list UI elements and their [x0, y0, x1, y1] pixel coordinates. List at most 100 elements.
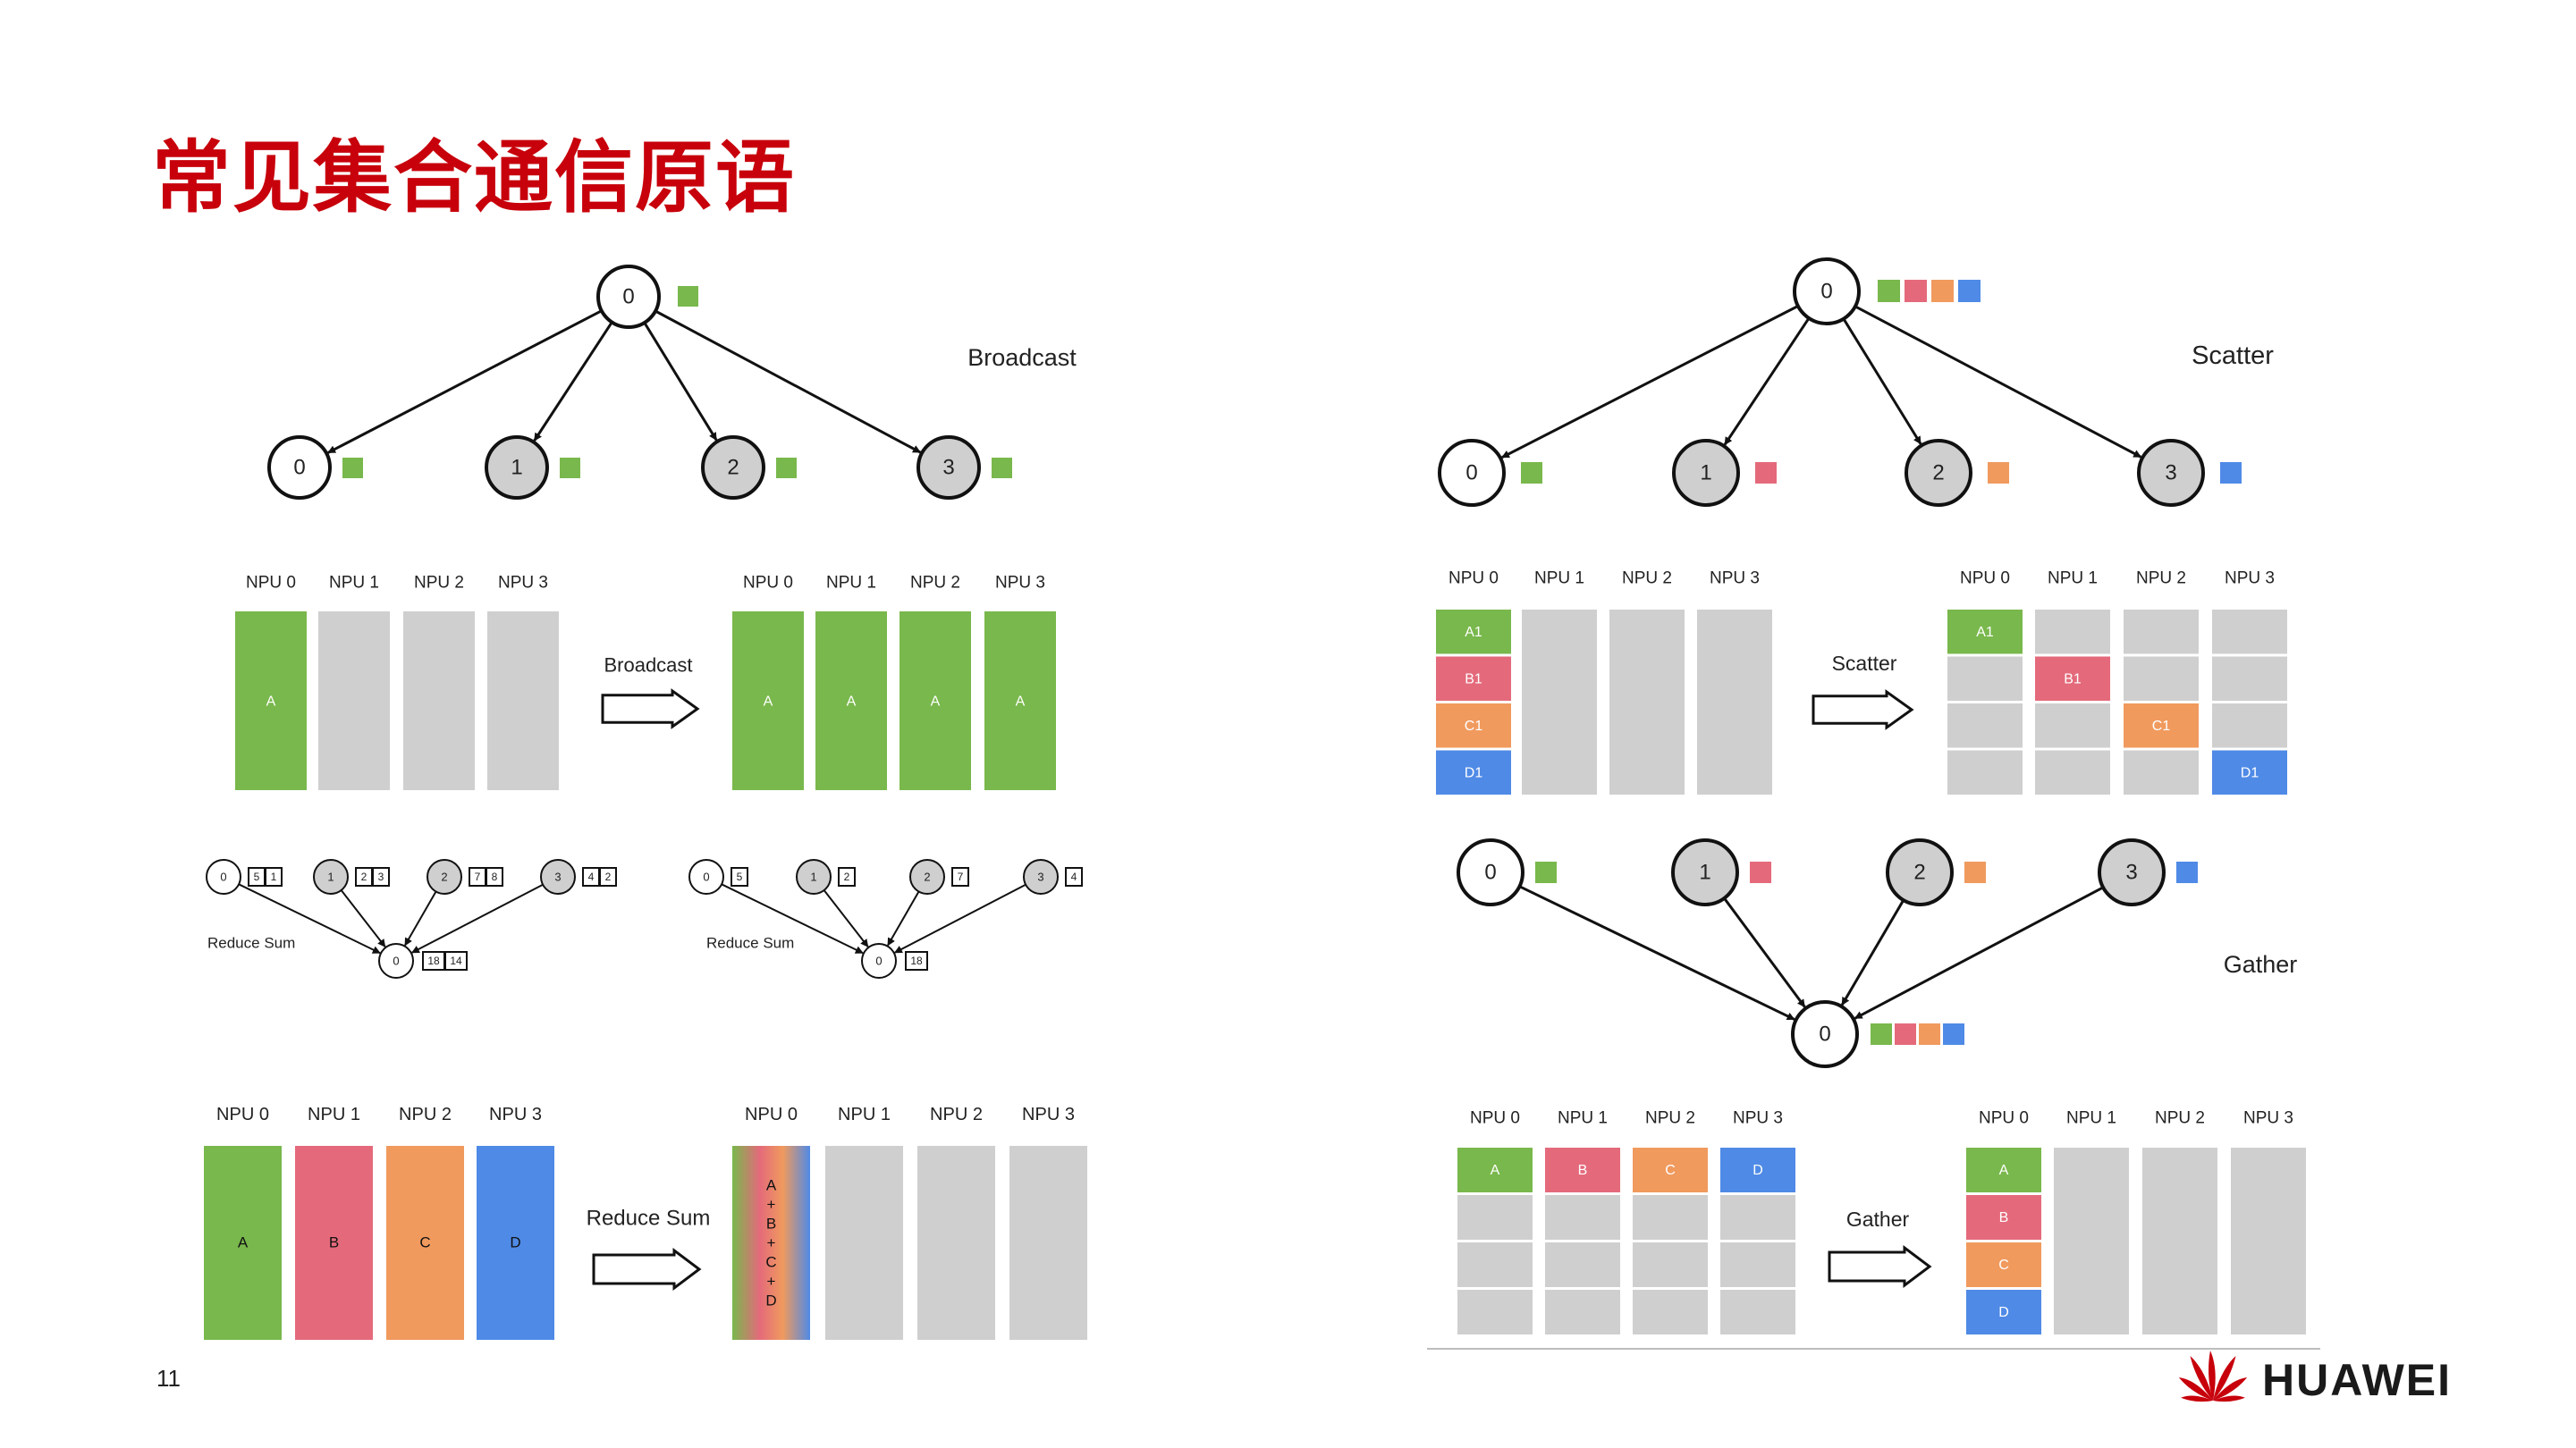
scatter-before-col-0-cell-1: [1436, 656, 1511, 701]
gather-before-col-3-cell-0: [1720, 1148, 1795, 1192]
gather-root-chunk-1: [1895, 1023, 1916, 1045]
scatter-root-chunk-1: [1905, 280, 1927, 302]
reduce-left-val-box-2-1: [486, 867, 503, 887]
scatter-after-col-1-cell-0: [2035, 610, 2110, 654]
scatter-after-col-1-cell-3: [2035, 750, 2110, 795]
scatter-node-1-label: 1: [1700, 461, 1711, 485]
reduce-right-result-val-0: 18: [910, 955, 923, 967]
reduce-block-arrow: [592, 1248, 702, 1291]
gather-node-1: [1671, 838, 1739, 906]
reduce-before-text-3: D: [510, 1234, 520, 1251]
gather-before-col-3-cell-3: [1720, 1290, 1795, 1334]
reduce-after-npu-label-3: NPU 3: [1022, 1105, 1075, 1124]
broadcast-node-2: [701, 435, 765, 500]
reduce-left-node-0-label: 0: [220, 871, 226, 884]
broadcast-after-bar-1: [815, 611, 887, 790]
slide-title: 常见集合通信原语: [152, 131, 797, 223]
reduce-after-text-4: C: [765, 1254, 776, 1271]
reduce-left-result-box-1: [444, 951, 468, 971]
gather-chunk-2: [1964, 862, 1986, 883]
gather-after-col-0-cell-1: [1966, 1195, 2041, 1240]
reduce-left-edge-1: [340, 889, 386, 947]
broadcast-root-chunk: [678, 286, 698, 307]
gather-root-chunk-2: [1919, 1023, 1940, 1045]
broadcast-chunk-3: [992, 458, 1012, 478]
reduce-left-node-3: [540, 859, 576, 895]
scatter-chunk-2: [1988, 462, 2009, 484]
reduce-left-node-0: [206, 859, 241, 895]
broadcast-after-text-2: A: [931, 695, 941, 710]
scatter-after-col-2-cell-text-2: C1: [2152, 719, 2171, 734]
gather-after-col-0-cell-text-1: B: [1999, 1210, 2009, 1225]
reduce-right-val-box-1-0: [838, 867, 856, 887]
gather-after-col-0-cell-text-0: A: [1999, 1163, 2009, 1178]
scatter-root-chunk-2: [1931, 280, 1954, 302]
scatter-before-npu-label-2: NPU 2: [1622, 569, 1672, 588]
reduce-left-result-node: [378, 943, 414, 979]
scatter-root-node-label: 0: [1820, 280, 1832, 304]
scatter-tree-label: Scatter: [2192, 341, 2274, 370]
broadcast-before-npu-label-0: NPU 0: [246, 574, 296, 593]
reduce-left-edge-2: [404, 890, 437, 947]
gather-after-npu-label-0: NPU 0: [1979, 1109, 2029, 1128]
gather-arrow-label: Gather: [1846, 1208, 1910, 1231]
scatter-after-npu-label-3: NPU 3: [2225, 569, 2275, 588]
reduce-right-edge-1: [823, 889, 869, 947]
broadcast-before-bar-2: [403, 611, 475, 790]
reduce-right-node-3: [1023, 859, 1059, 895]
broadcast-node-3-label: 3: [942, 456, 954, 480]
gather-after-bar-1: [2054, 1148, 2129, 1334]
reduce-left-val-box-3-1: [599, 867, 617, 887]
broadcast-chunk-1: [560, 458, 580, 478]
reduce-left-val-0-1: 1: [271, 871, 277, 883]
broadcast-edge-2: [643, 322, 718, 442]
reduce-right-edge-2: [887, 890, 920, 947]
reduce-left-label: Reduce Sum: [207, 935, 295, 952]
scatter-before-col-0-cell-3: [1436, 750, 1511, 795]
gather-before-col-0-cell-2: [1457, 1242, 1533, 1287]
gather-before-col-1-cell-0: [1545, 1148, 1620, 1192]
gather-after-npu-label-3: NPU 3: [2243, 1109, 2293, 1128]
reduce-right-node-1: [796, 859, 832, 895]
reduce-after-text-0: A: [766, 1177, 777, 1194]
broadcast-before-npu-label-2: NPU 2: [414, 574, 464, 593]
reduce-before-npu-label-2: NPU 2: [399, 1105, 452, 1124]
reduce-left-edge-0: [238, 883, 381, 955]
reduce-after-text-3: +: [767, 1234, 776, 1251]
broadcast-edge-3: [655, 309, 922, 454]
gather-after-col-0-cell-text-3: D: [1998, 1305, 2009, 1320]
scatter-chunk-3: [2220, 462, 2242, 484]
reduce-after-bar-2: [917, 1146, 995, 1340]
gather-tree-label: Gather: [2224, 951, 2298, 978]
gather-before-col-0-cell-0: [1457, 1148, 1533, 1192]
scatter-arrow-label: Scatter: [1832, 652, 1897, 675]
broadcast-after-text-0: A: [764, 695, 773, 710]
scatter-before-npu-label-0: NPU 0: [1448, 569, 1499, 588]
scatter-after-npu-label-0: NPU 0: [1960, 569, 2010, 588]
scatter-root-chunk-0: [1878, 280, 1900, 302]
broadcast-root-node-label: 0: [622, 285, 634, 309]
reduce-after-bar-0: [732, 1146, 810, 1340]
gather-before-col-1-cell-text-0: B: [1578, 1163, 1588, 1178]
scatter-node-0-label: 0: [1465, 461, 1477, 485]
huawei-wordmark: HUAWEI: [2262, 1355, 2452, 1405]
scatter-chunk-0: [1521, 462, 1542, 484]
scatter-node-0: [1438, 439, 1506, 507]
broadcast-arrow-label: Broadcast: [604, 654, 692, 677]
reduce-left-val-3-1: 2: [605, 871, 612, 883]
scatter-edge-0: [1501, 305, 1799, 459]
gather-after-col-0-cell-0: [1966, 1148, 2041, 1192]
scatter-root-node: [1793, 257, 1861, 325]
huawei-logo: HUAWEI: [2168, 1345, 2450, 1408]
broadcast-node-2-label: 2: [727, 456, 739, 480]
scatter-after-col-2-cell-3: [2124, 750, 2199, 795]
gather-node-3: [2098, 838, 2166, 906]
reduce-left-result-node-label: 0: [393, 955, 399, 968]
reduce-left-node-2: [427, 859, 462, 895]
broadcast-before-text-0: A: [266, 695, 276, 710]
broadcast-node-1: [485, 435, 549, 500]
gather-before-col-1-cell-2: [1545, 1242, 1620, 1287]
scatter-after-col-0-cell-1: [1947, 656, 2023, 701]
scatter-after-col-2-cell-0: [2124, 610, 2199, 654]
reduce-after-text-1: +: [767, 1196, 776, 1213]
